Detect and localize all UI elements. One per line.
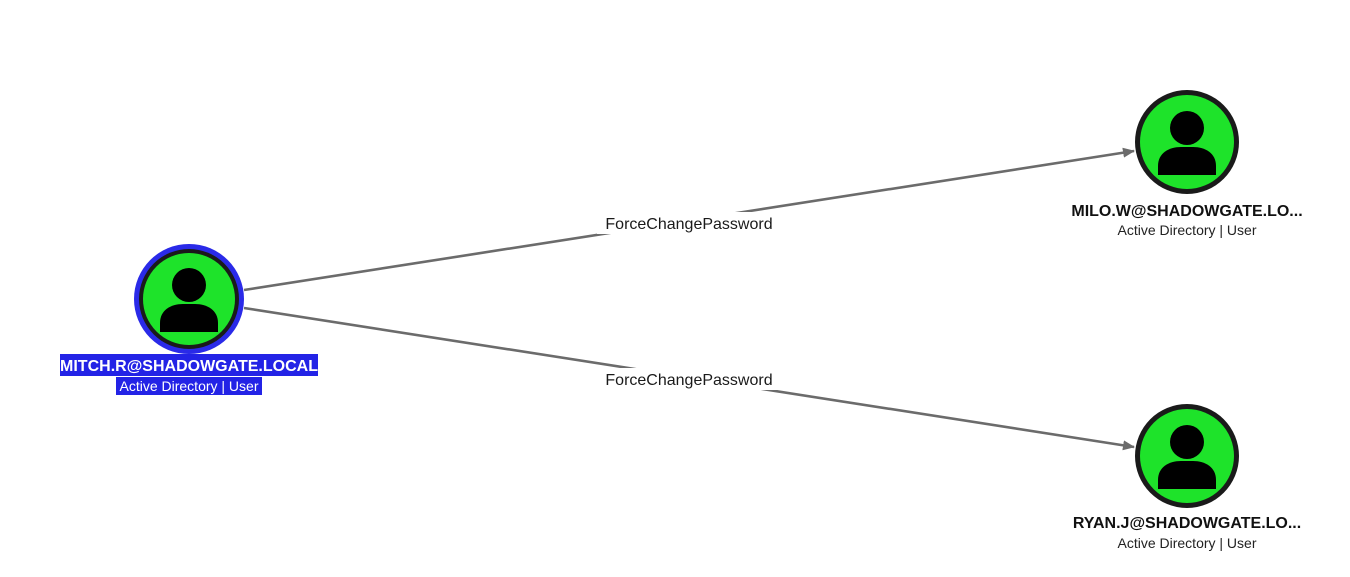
edges-layer: ForceChangePassword ForceChangePassword (243, 147, 1135, 451)
node-label[interactable]: RYAN.J@SHADOWGATE.LO... (1073, 515, 1301, 532)
user-icon (160, 268, 218, 332)
graph-node-ryan[interactable]: RYAN.J@SHADOWGATE.LO... Active Directory… (1073, 404, 1301, 551)
edge-label[interactable]: ForceChangePassword (605, 372, 772, 389)
node-subtitle: Active Directory | User (120, 378, 259, 394)
graph-node-milo[interactable]: MILO.W@SHADOWGATE.LO... Active Directory… (1071, 90, 1303, 238)
edge-label[interactable]: ForceChangePassword (605, 216, 772, 233)
edge-label-background (597, 368, 781, 390)
node-subtitle: Active Directory | User (1118, 535, 1257, 551)
user-icon (1158, 425, 1216, 489)
graph-edge[interactable]: ForceChangePassword (243, 147, 1135, 292)
node-subtitle: Active Directory | User (1118, 222, 1257, 238)
graph-node-mitch[interactable]: MITCH.R@SHADOWGATE.LOCAL Active Director… (60, 244, 318, 395)
edge-label-background (597, 212, 781, 234)
nodes-layer: MITCH.R@SHADOWGATE.LOCAL Active Director… (60, 90, 1303, 551)
node-label-highlight (60, 354, 318, 376)
graph-edge[interactable]: ForceChangePassword (243, 306, 1135, 451)
node-label[interactable]: MILO.W@SHADOWGATE.LO... (1071, 203, 1302, 220)
node-label[interactable]: MITCH.R@SHADOWGATE.LOCAL (60, 358, 318, 375)
node-subtitle-highlight (116, 377, 262, 395)
user-icon (1158, 111, 1216, 175)
